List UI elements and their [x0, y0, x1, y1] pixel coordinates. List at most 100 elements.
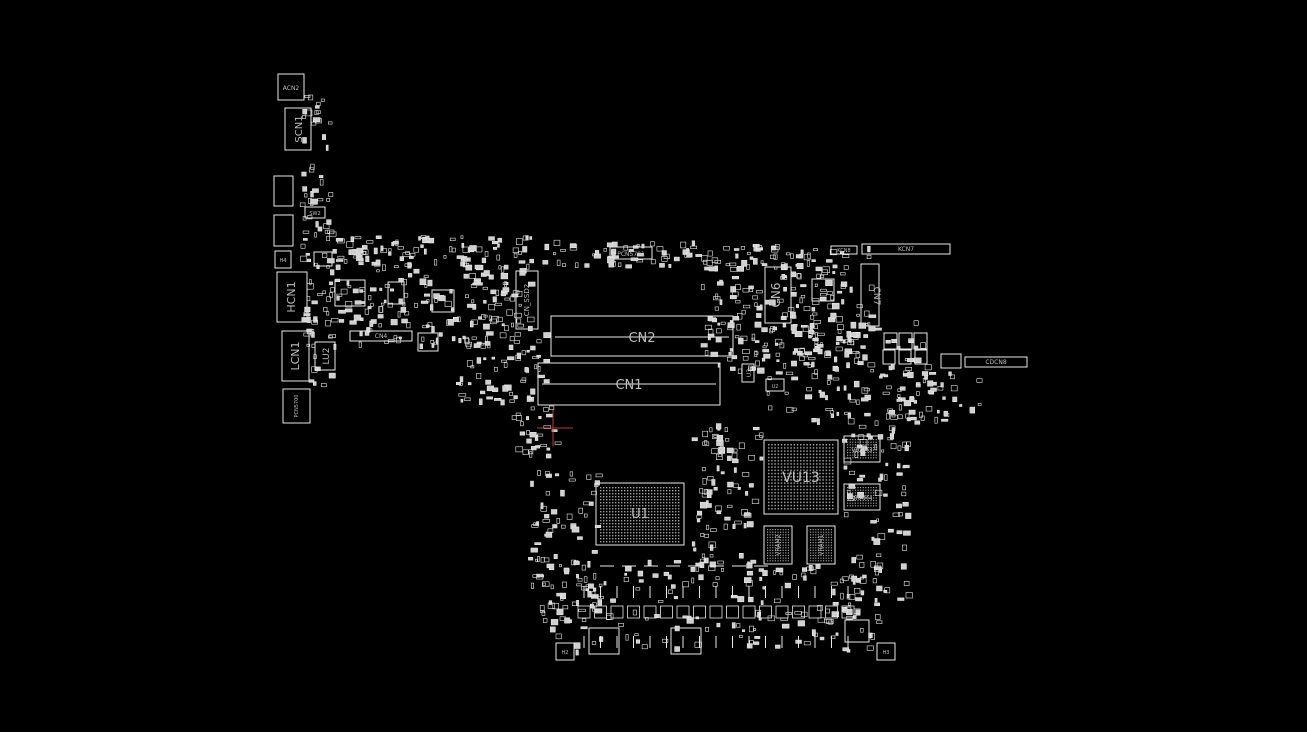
bga-ball	[812, 501, 815, 504]
bga-ball	[860, 502, 862, 504]
bga-ball	[796, 460, 799, 462]
smd-pad	[500, 272, 508, 280]
smd-pad	[407, 262, 412, 269]
smd-pad	[332, 249, 337, 254]
bga-ball	[819, 463, 821, 465]
bga-ball	[870, 446, 872, 448]
scn1-outline[interactable]	[284, 107, 312, 151]
bga-ball	[815, 539, 817, 541]
bga-ball	[633, 487, 635, 489]
acn2-outline[interactable]	[277, 73, 305, 101]
vram1-outline[interactable]	[806, 525, 836, 565]
bga-ball	[678, 541, 680, 543]
sw2-outline[interactable]	[304, 206, 326, 219]
smd-pad	[948, 371, 952, 376]
smd-pad	[304, 95, 311, 98]
ic-outline[interactable]	[811, 278, 835, 302]
bga-ball	[606, 490, 608, 492]
smd-pad	[449, 246, 453, 253]
smd-pad	[746, 563, 753, 569]
lcn1-outline[interactable]	[281, 330, 310, 382]
cn1-outline[interactable]	[537, 362, 721, 406]
bga-ball	[636, 535, 638, 537]
smd-pad	[358, 341, 362, 348]
ic-outline[interactable]	[387, 281, 405, 305]
smd-pad	[562, 605, 569, 610]
h3-outline[interactable]	[876, 642, 896, 661]
bga-ball	[615, 514, 617, 516]
h2-outline[interactable]	[555, 642, 575, 661]
connector-outline[interactable]	[273, 214, 294, 247]
smd-pad	[476, 282, 483, 286]
u3-outline[interactable]	[741, 363, 755, 383]
bga-ball	[780, 501, 783, 504]
vram4-outline[interactable]	[843, 483, 881, 511]
bga-ball	[825, 552, 827, 554]
bga-ball	[657, 499, 659, 501]
smd-pad	[901, 544, 907, 551]
bga-ball	[663, 529, 665, 531]
smd-pad	[460, 398, 464, 403]
cn-ssd2-outline[interactable]	[515, 270, 539, 330]
connector-outline[interactable]	[273, 175, 294, 207]
bga-ball	[822, 482, 824, 484]
lu2-outline[interactable]	[314, 341, 336, 371]
ic-outline[interactable]	[431, 289, 455, 313]
cdcn8-outline[interactable]	[964, 356, 1028, 368]
h4-outline[interactable]	[274, 250, 292, 269]
bga-ball	[636, 496, 638, 498]
cn4-outline[interactable]	[349, 330, 413, 342]
smd-pad	[347, 285, 352, 289]
bga-ball	[812, 544, 814, 546]
bga-ball	[800, 460, 802, 462]
cn2-outline[interactable]	[550, 315, 734, 357]
vram2-outline[interactable]	[763, 525, 793, 565]
bga-ball	[777, 549, 779, 551]
ic-outline[interactable]	[670, 627, 702, 655]
smd-pad	[449, 237, 456, 242]
smd-pad	[331, 318, 339, 323]
vram3-outline[interactable]	[843, 435, 881, 463]
smd-pad	[759, 304, 763, 309]
bga-ball	[830, 536, 832, 538]
ic-outline[interactable]	[844, 619, 870, 643]
bga-ball	[810, 552, 812, 554]
bga-ball	[854, 492, 856, 494]
bga-ball	[828, 539, 830, 541]
ic-outline[interactable]	[940, 353, 962, 369]
smd-pad	[969, 406, 976, 414]
u2-outline[interactable]	[765, 378, 785, 392]
bga-ball	[867, 500, 869, 502]
bga-ball	[787, 466, 789, 468]
smd-pad	[851, 557, 857, 564]
bga-ball	[809, 456, 812, 459]
bga-ball	[828, 456, 831, 459]
bga-ball	[830, 560, 832, 562]
smd-pad	[814, 340, 819, 344]
smd-pad	[916, 391, 920, 396]
bga-ball	[857, 487, 859, 489]
smd-pad	[518, 260, 526, 264]
smd-pad	[707, 333, 715, 338]
bga-ball	[782, 547, 784, 549]
bga-ball	[672, 505, 674, 507]
vu13-outline[interactable]	[763, 439, 839, 515]
ic-outline[interactable]	[588, 627, 620, 655]
smd-pad	[830, 413, 834, 418]
bga-ball	[768, 482, 770, 484]
u1-outline[interactable]	[595, 482, 685, 546]
bga-ball	[828, 557, 830, 559]
pcn5700-outline[interactable]	[282, 388, 311, 424]
smd-pad	[710, 351, 718, 357]
smd-pad	[825, 350, 831, 356]
smd-pad	[829, 249, 838, 256]
smd-pad	[500, 292, 507, 297]
smd-pad	[819, 274, 825, 278]
smd-pad	[522, 246, 528, 253]
smd-pad	[308, 379, 315, 383]
bga-ball	[784, 508, 786, 510]
bga-ball	[822, 498, 824, 500]
kcn7-outline[interactable]	[861, 243, 951, 255]
ic-outline[interactable]	[334, 279, 366, 307]
